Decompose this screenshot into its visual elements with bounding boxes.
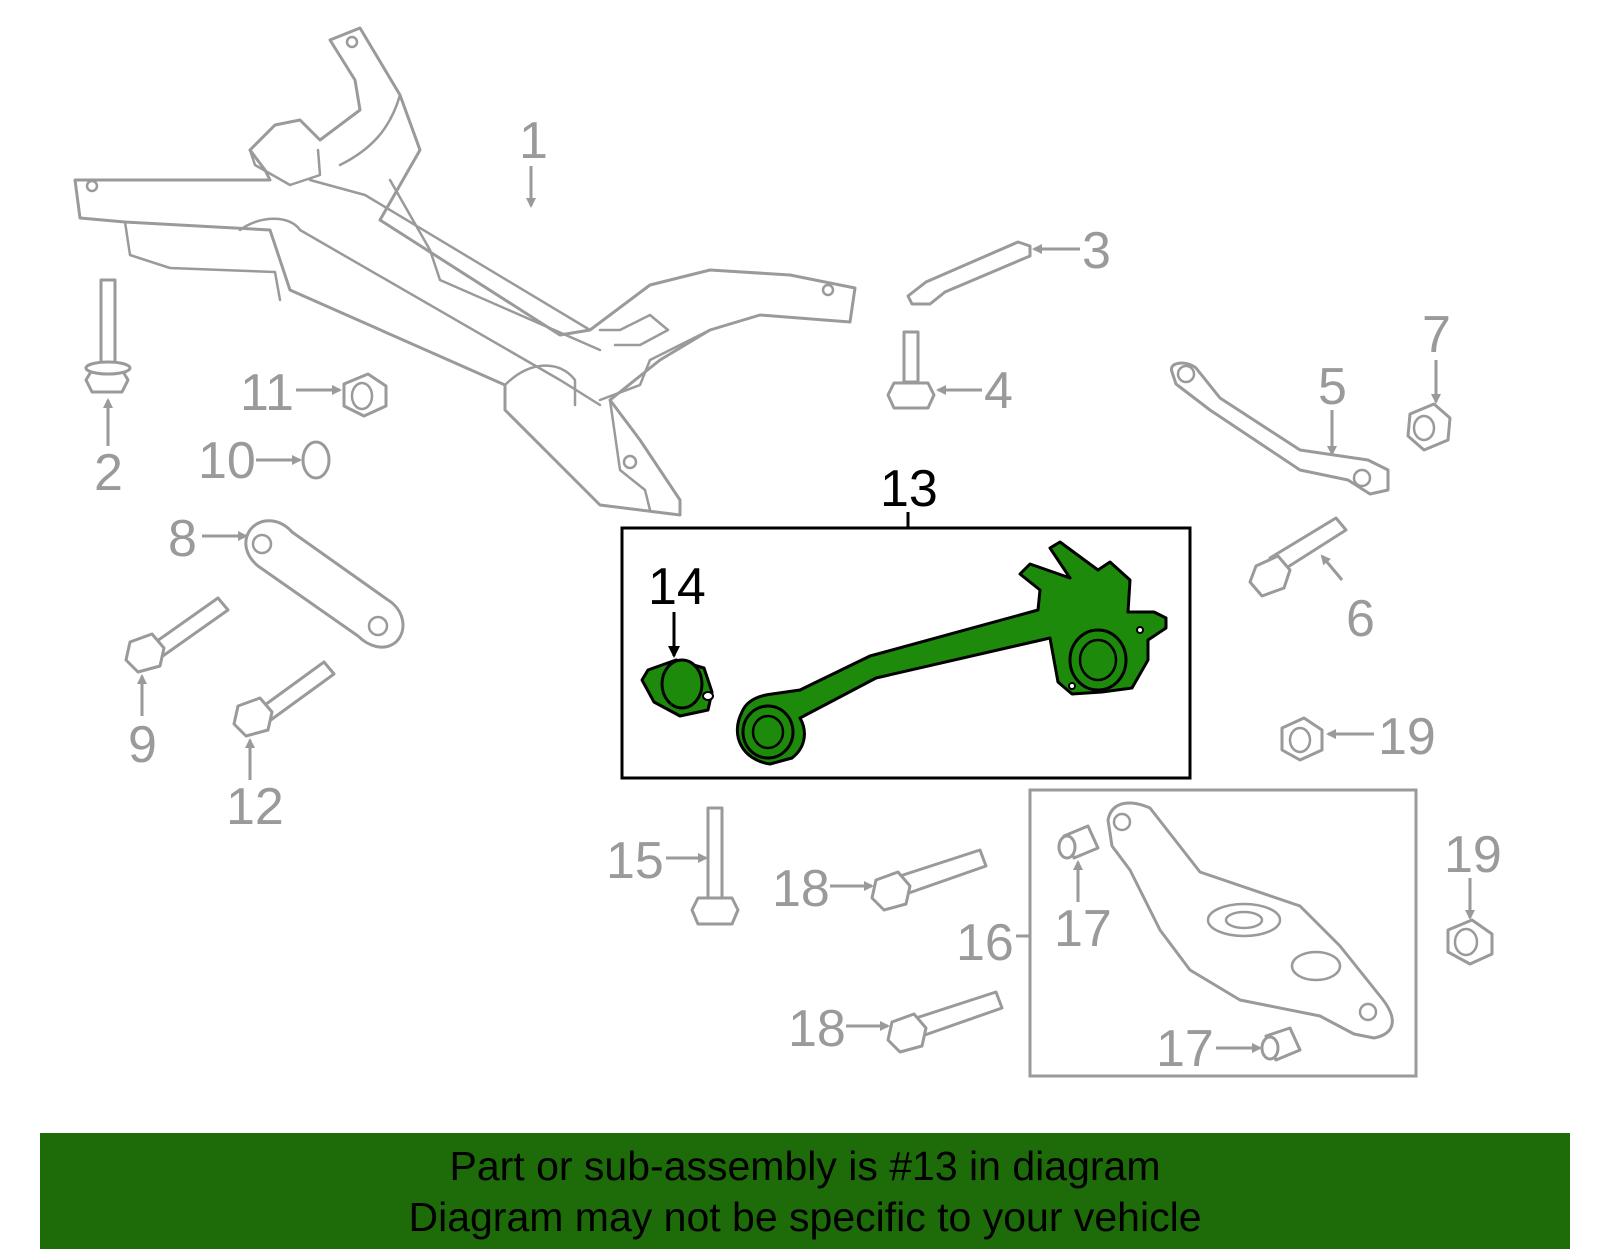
lower-arm-part-16 bbox=[1106, 801, 1394, 1040]
bolt-part-18-lower bbox=[886, 990, 1004, 1054]
banner-line-2: Diagram may not be specific to your vehi… bbox=[408, 1194, 1202, 1240]
callout-1: 1 bbox=[519, 112, 548, 170]
callout-10: 10 bbox=[198, 432, 256, 490]
callout-9: 9 bbox=[128, 716, 157, 774]
callout-19-lower: 19 bbox=[1444, 826, 1502, 884]
nut-part-11 bbox=[342, 372, 388, 418]
bolt-part-2 bbox=[84, 278, 132, 394]
bolt-part-12 bbox=[232, 660, 336, 738]
bushing-part-17-upper bbox=[1057, 824, 1100, 860]
callout-15: 15 bbox=[606, 832, 664, 890]
nut-part-19-upper bbox=[1280, 716, 1324, 762]
bolt-part-18-upper bbox=[870, 848, 988, 912]
trailing-arm-part-13 bbox=[735, 540, 1168, 766]
callout-13: 13 bbox=[880, 460, 938, 518]
control-arm-part-5 bbox=[1169, 361, 1390, 496]
callout-5: 5 bbox=[1318, 358, 1347, 416]
callout-12: 12 bbox=[226, 778, 284, 836]
bracket-part-3 bbox=[906, 240, 1032, 306]
callout-18-upper: 18 bbox=[772, 860, 830, 918]
washer-part-10 bbox=[301, 440, 331, 480]
bolt-part-4 bbox=[886, 330, 936, 410]
callout-11: 11 bbox=[240, 364, 294, 422]
callout-4: 4 bbox=[984, 362, 1013, 420]
bushing-part-17-lower bbox=[1260, 1026, 1302, 1062]
callout-8: 8 bbox=[168, 510, 197, 568]
callout-7: 7 bbox=[1422, 306, 1451, 364]
callout-17-lower: 17 bbox=[1156, 1020, 1214, 1078]
callout-16: 16 bbox=[956, 914, 1014, 972]
callout-numbers: 1 2 3 4 5 6 7 8 9 10 11 12 13 14 15 16 1… bbox=[94, 112, 1502, 1078]
callout-3: 3 bbox=[1082, 222, 1111, 280]
leader-lines bbox=[103, 166, 1475, 1053]
callout-18-lower: 18 bbox=[788, 1000, 846, 1058]
callout-19-upper: 19 bbox=[1378, 708, 1436, 766]
bushing-part-14 bbox=[640, 658, 714, 718]
nut-part-19-lower bbox=[1446, 918, 1494, 966]
callout-6: 6 bbox=[1346, 590, 1375, 648]
link-part-8 bbox=[244, 519, 405, 649]
callout-17-upper: 17 bbox=[1054, 900, 1112, 958]
bolt-part-6 bbox=[1248, 516, 1348, 598]
banner-line-1: Part or sub-assembly is #13 in diagram bbox=[449, 1143, 1161, 1189]
info-banner: Part or sub-assembly is #13 in diagram D… bbox=[40, 1133, 1570, 1249]
bolt-part-15 bbox=[690, 806, 740, 926]
callout-2: 2 bbox=[94, 444, 123, 502]
callout-14: 14 bbox=[648, 558, 706, 616]
bolt-part-9 bbox=[124, 596, 230, 674]
nut-part-7 bbox=[1406, 402, 1452, 452]
subframe-part-1 bbox=[73, 26, 857, 517]
part-16-box bbox=[1028, 788, 1418, 1078]
